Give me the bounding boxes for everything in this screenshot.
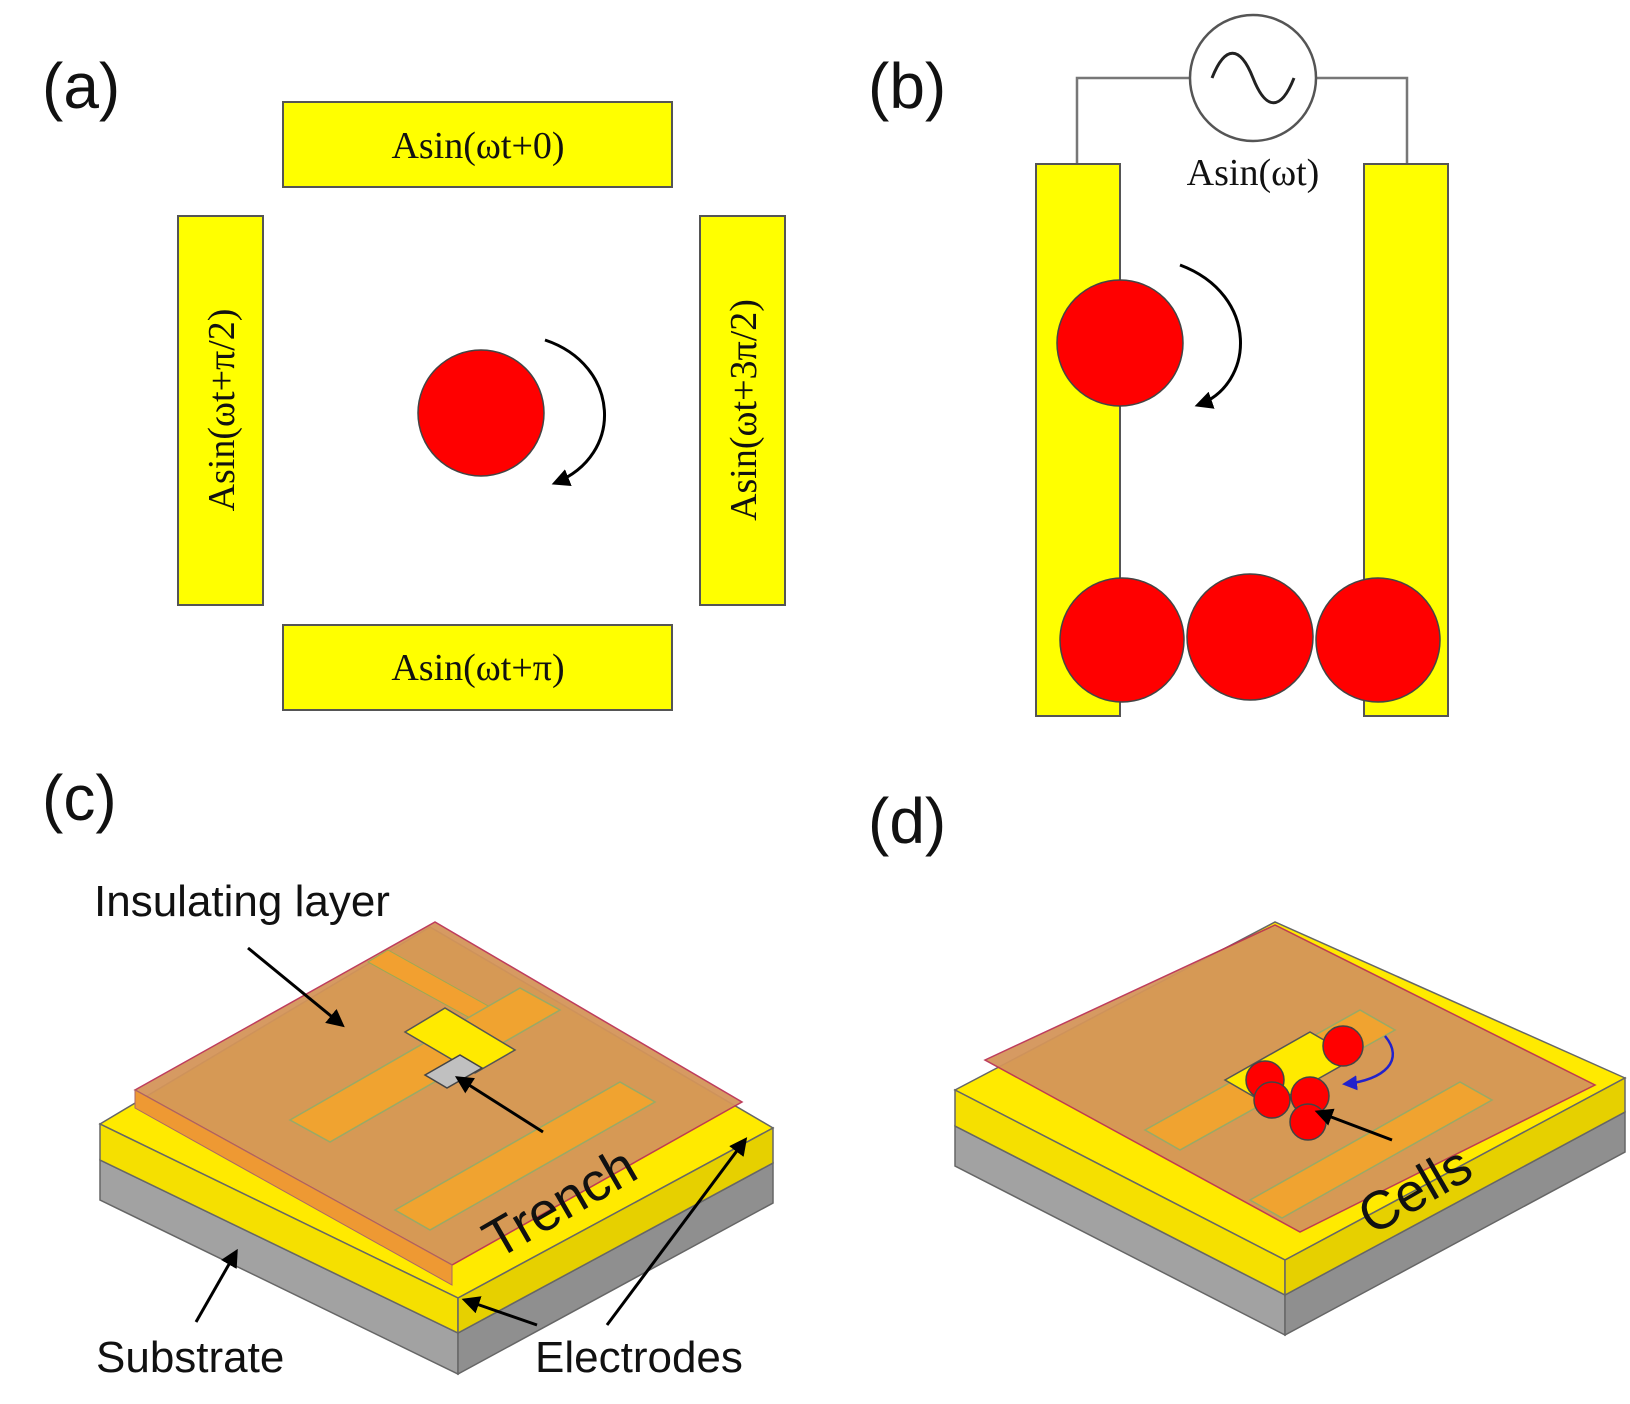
cell: [1322, 1025, 1364, 1067]
electrode-bottom: [282, 624, 673, 711]
trench-arrow: [454, 1076, 544, 1134]
cell: [1315, 577, 1441, 703]
insulating-layer-label: Insulating layer: [94, 877, 390, 926]
electrode-finger: [1248, 1081, 1494, 1219]
cell: [1059, 577, 1185, 703]
electrode-right: [699, 215, 786, 606]
electrode-right-label: Asin(ωt+3π/2): [723, 299, 765, 521]
cell: [1186, 573, 1314, 701]
electrodes-arrow-left: [461, 1296, 538, 1327]
panel-b-label: (b): [868, 50, 946, 122]
electrode-front-right: [1284, 1076, 1626, 1297]
panel-c-label: (c): [42, 762, 117, 834]
electrode-left: [177, 215, 264, 606]
insulating-edge-left: [134, 1089, 453, 1286]
electrode-front-right: [457, 1126, 774, 1335]
rotation-arrow: [1179, 263, 1242, 409]
substrate-label: Substrate: [96, 1333, 284, 1382]
sine-wave-icon: [1210, 51, 1296, 105]
ac-source-label: Asin(ωt): [1187, 152, 1320, 194]
panel-d-label: (d): [868, 785, 946, 857]
cell: [1253, 1081, 1291, 1119]
rotation-arrow: [1342, 1035, 1394, 1091]
wire-right: [1316, 76, 1409, 164]
panel-d: (d) Cells: [868, 785, 1627, 1337]
panel-a: (a) Asin(ωt+0) Asin(ωt+π/2) Asin(ωt+3π/2…: [42, 50, 786, 711]
insulating-layer-arrow: [247, 946, 345, 1028]
cell: [417, 349, 545, 477]
trench: [423, 1054, 484, 1089]
electrode-left-label: Asin(ωt+π/2): [201, 309, 243, 512]
electrode-finger: [393, 1081, 657, 1231]
panel-a-label: (a): [42, 50, 120, 122]
electrode-top-label: Asin(ωt+0): [391, 125, 564, 167]
electrode-bottom-label: Asin(ωt+π): [391, 647, 564, 689]
panel-b: (b) Asin(ωt): [868, 13, 1449, 717]
cells-arrow: [1314, 1108, 1393, 1142]
cell: [1056, 279, 1184, 407]
wire-left: [1075, 76, 1190, 164]
trench-box: [403, 1007, 517, 1074]
rotation-arrow: [544, 338, 606, 486]
electrodes-label: Electrodes: [535, 1333, 743, 1382]
electrode-top: [282, 101, 673, 188]
electrodes-arrow-right: [605, 1137, 748, 1326]
cell: [1289, 1103, 1327, 1141]
substrate-arrow: [194, 1248, 238, 1323]
panel-c: (c) Insulating layer Trench Substrate El…: [42, 762, 775, 1382]
